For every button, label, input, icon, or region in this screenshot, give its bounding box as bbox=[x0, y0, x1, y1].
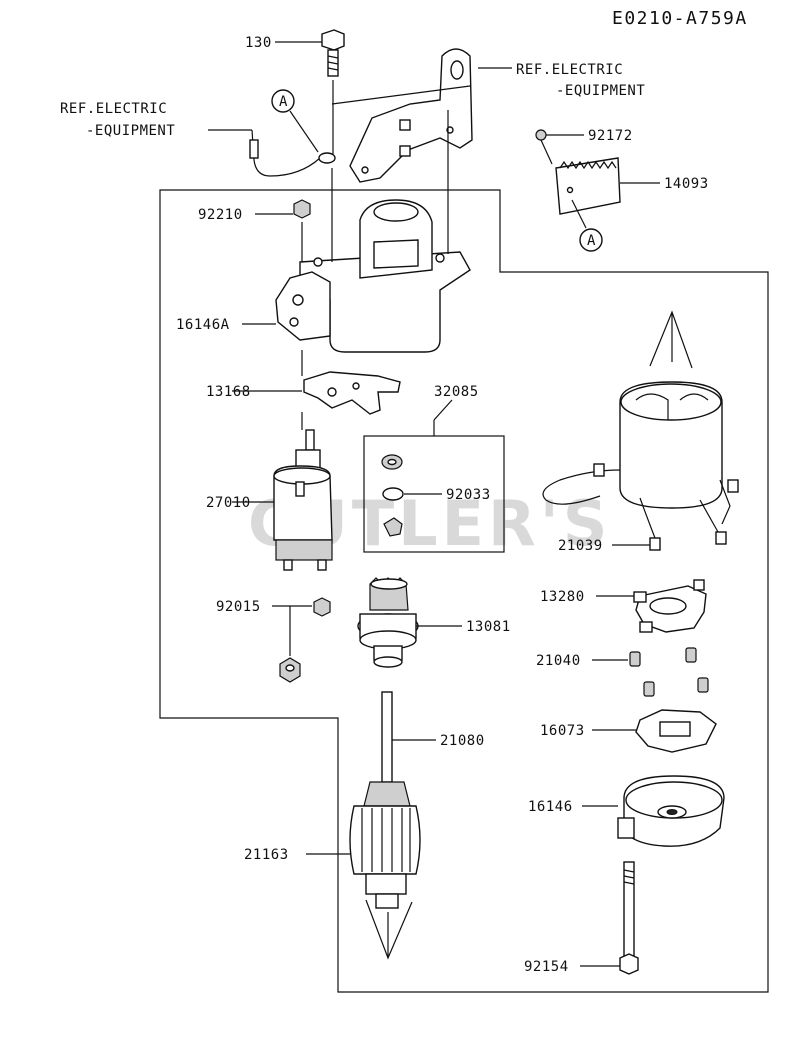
kit-washer-1-hole bbox=[387, 458, 397, 466]
yoke-axis bbox=[649, 310, 693, 369]
armature-axis bbox=[365, 899, 413, 960]
wire-terminal bbox=[249, 139, 259, 159]
part-label-130: 130 bbox=[245, 35, 272, 51]
part-label-92172: 92172 bbox=[588, 128, 633, 144]
part-label-16146: 16146 bbox=[528, 799, 573, 815]
part-label-13081: 13081 bbox=[466, 619, 511, 635]
through-bolt-92154 bbox=[619, 861, 639, 975]
callout-a-top-leader bbox=[289, 110, 319, 153]
kit-ring-92033 bbox=[382, 487, 404, 501]
part-label-92210: 92210 bbox=[198, 207, 243, 223]
ref-right-line1: REF.ELECTRIC bbox=[516, 62, 623, 78]
brush-holder-13280 bbox=[633, 579, 707, 633]
diagram-code: E0210-A759A bbox=[612, 8, 748, 29]
pinion-13081 bbox=[357, 577, 419, 668]
ground-wire bbox=[251, 129, 321, 177]
housing-16146a bbox=[275, 199, 471, 353]
ref-left-line2: -EQUIPMENT bbox=[86, 123, 175, 139]
part-label-16073: 16073 bbox=[540, 723, 585, 739]
part-label-16146a: 16146A bbox=[176, 317, 230, 333]
part-label-21039: 21039 bbox=[558, 538, 603, 554]
callout-a-right: A bbox=[587, 233, 596, 249]
callout-circle-a-right bbox=[579, 228, 603, 252]
part-label-21163: 21163 bbox=[244, 847, 289, 863]
part-label-92015: 92015 bbox=[216, 599, 261, 615]
ref-left-line1: REF.ELECTRIC bbox=[60, 101, 167, 117]
part-label-13168: 13168 bbox=[206, 384, 251, 400]
mount-bracket bbox=[349, 48, 473, 183]
armature-shaft bbox=[381, 691, 393, 783]
nut-92210 bbox=[293, 199, 311, 219]
part-label-27010: 27010 bbox=[206, 495, 251, 511]
callout-a-top: A bbox=[279, 94, 288, 110]
armature-21163 bbox=[349, 781, 421, 909]
leader-32085 bbox=[433, 399, 453, 421]
callout-circle-a-top bbox=[271, 89, 295, 113]
ring-terminal bbox=[318, 152, 336, 164]
part-label-21040: 21040 bbox=[536, 653, 581, 669]
lever-13168 bbox=[303, 371, 401, 415]
part-label-14093: 14093 bbox=[664, 176, 709, 192]
plate-14093 bbox=[555, 157, 621, 229]
part-label-92154: 92154 bbox=[524, 959, 569, 975]
part-label-32085: 32085 bbox=[434, 384, 479, 400]
bolt-130 bbox=[321, 29, 345, 160]
end-cover-16146 bbox=[617, 775, 725, 847]
nut-92015-a bbox=[313, 597, 331, 617]
plate-16073 bbox=[635, 709, 717, 753]
yoke-21039 bbox=[542, 381, 739, 551]
assembly-outline bbox=[159, 189, 769, 993]
solenoid-27010 bbox=[273, 429, 333, 571]
nut-92015-b-hole bbox=[285, 664, 295, 672]
ref-right-line2: -EQUIPMENT bbox=[556, 83, 645, 99]
part-label-13280: 13280 bbox=[540, 589, 585, 605]
springs-21040 bbox=[629, 647, 709, 697]
part-label-21080: 21080 bbox=[440, 733, 485, 749]
kit-washer-3 bbox=[383, 517, 403, 537]
bracket-leader-a bbox=[331, 85, 471, 105]
part-label-92033: 92033 bbox=[446, 487, 491, 503]
